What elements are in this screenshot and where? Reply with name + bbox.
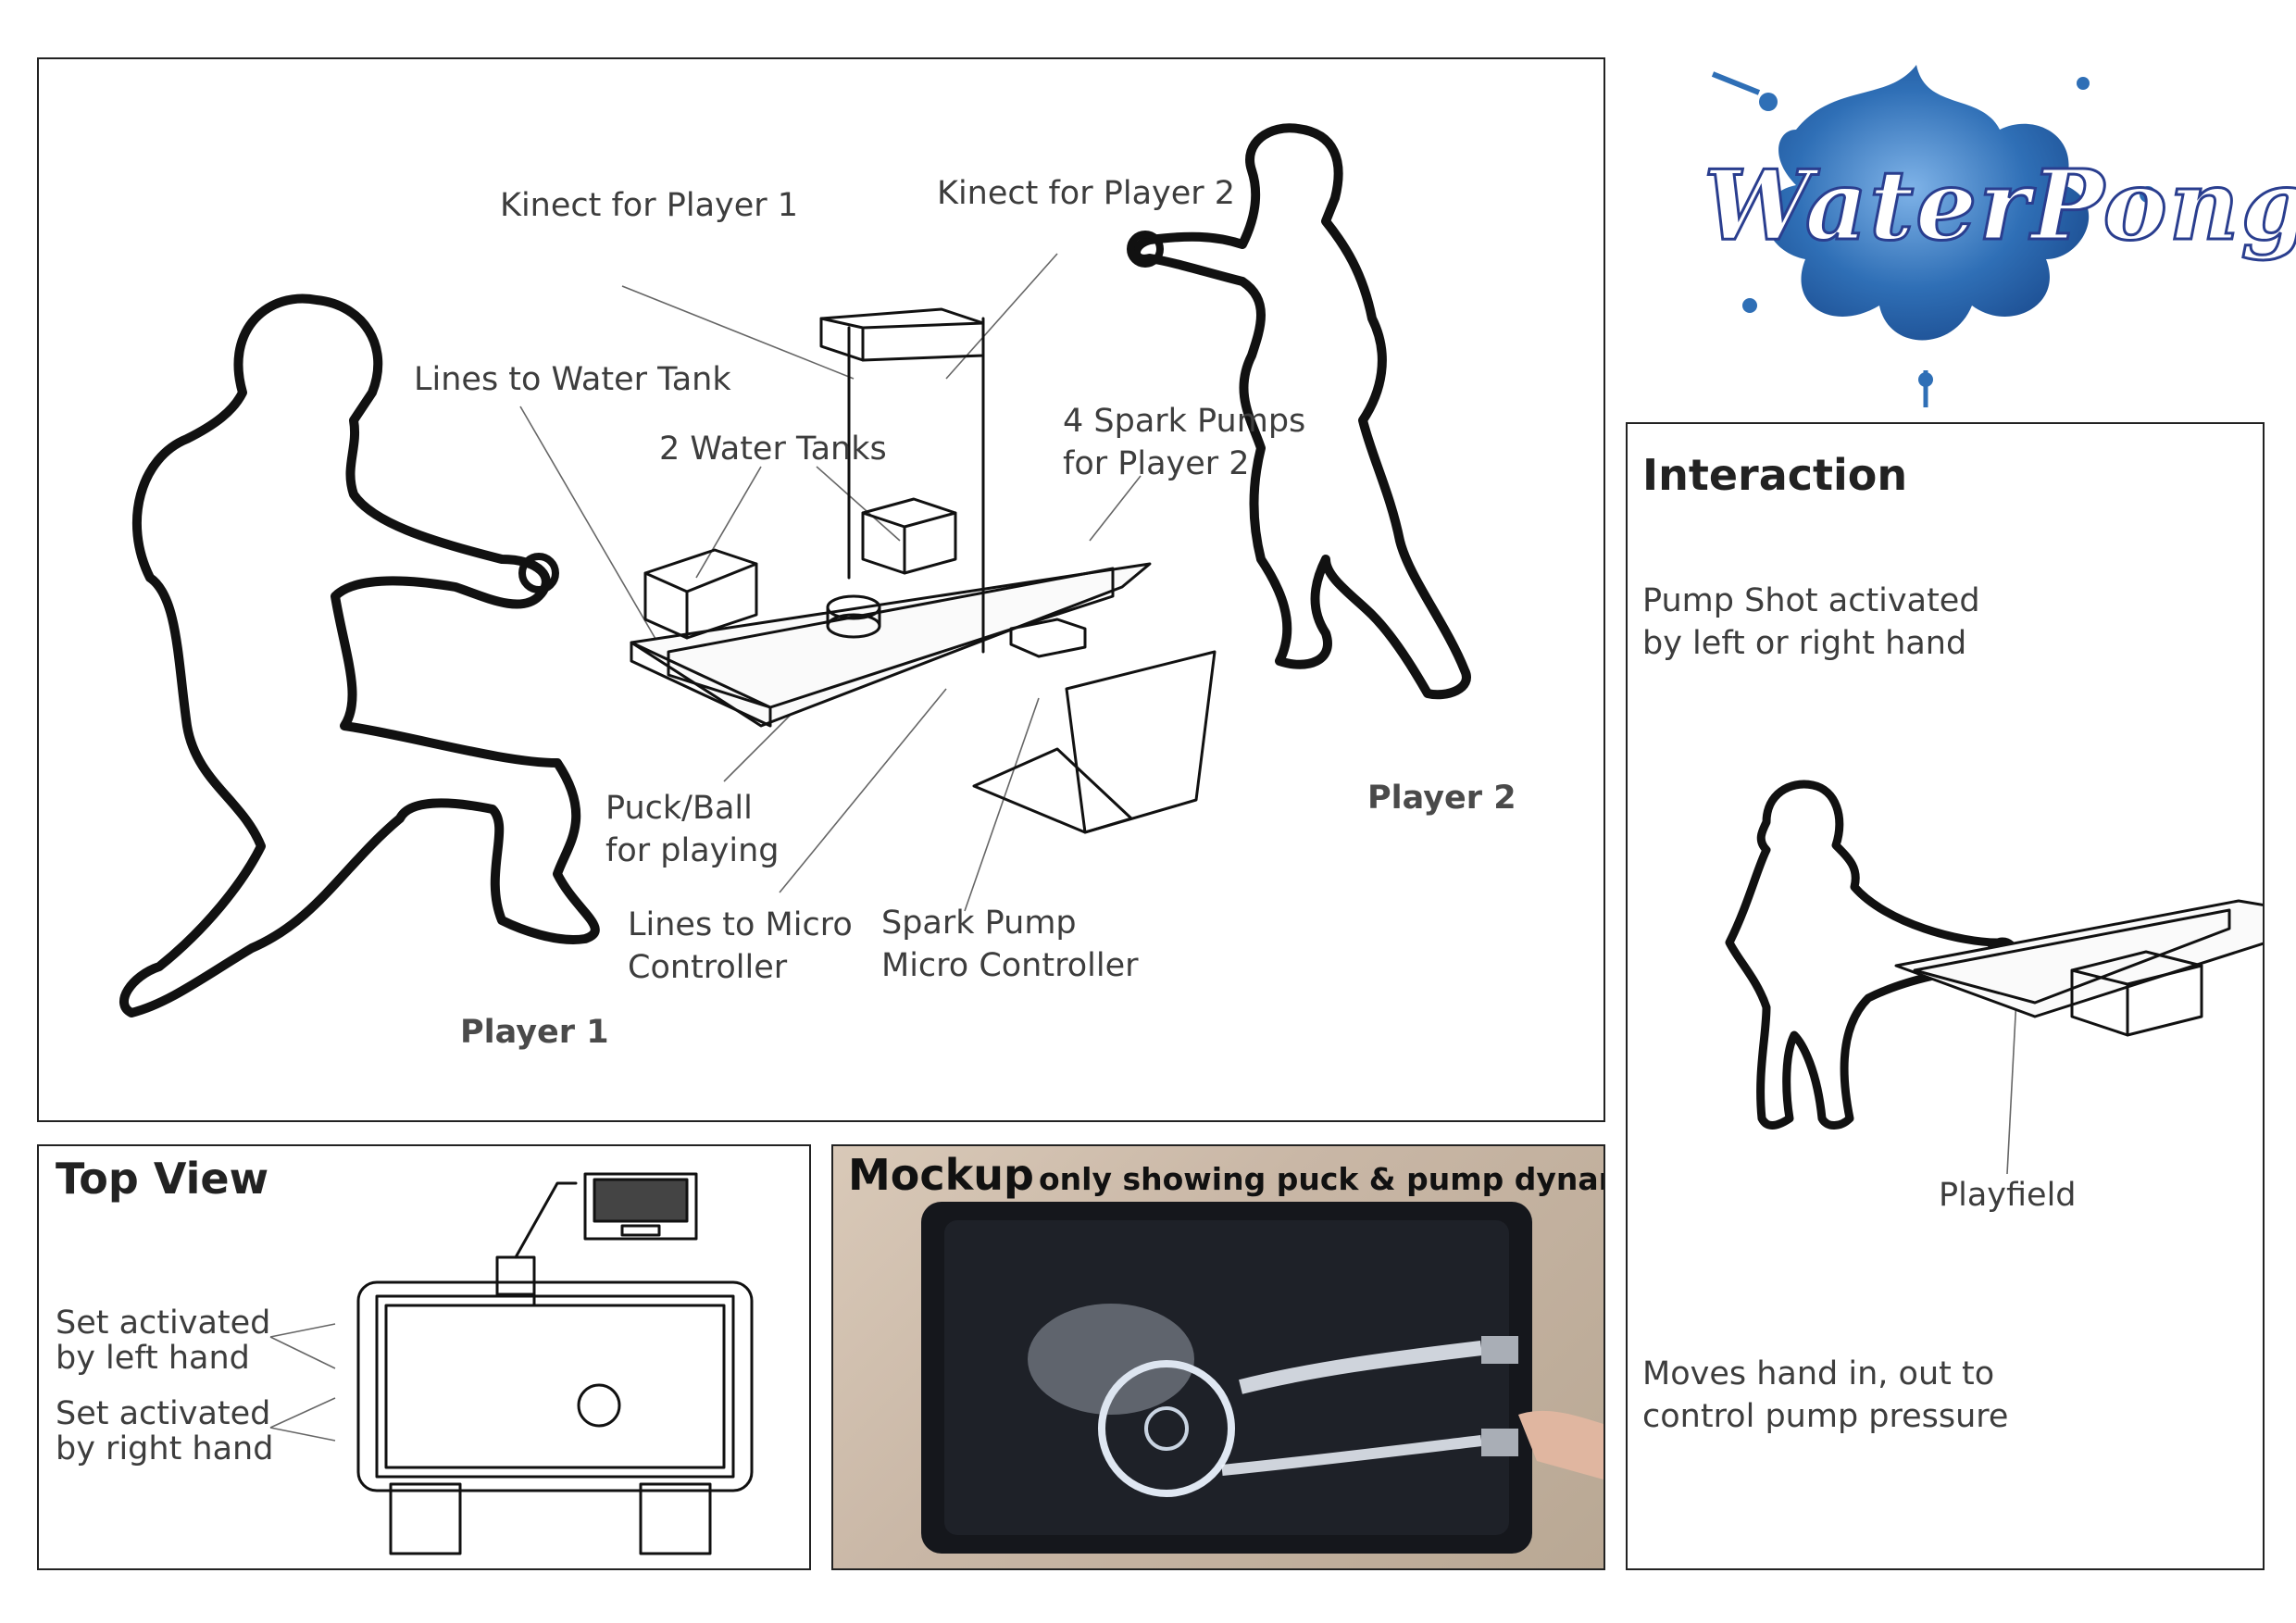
label-lines-micro-1: Lines to Micro xyxy=(628,906,853,943)
mockup-subtitle: only showing puck & pump dynamics xyxy=(1039,1161,1603,1197)
interaction-text2-line1: Moves hand in, out to xyxy=(1642,1355,1995,1392)
player1-silhouette xyxy=(119,293,600,1017)
label-spark-ctrl-1: Spark Pump xyxy=(881,905,1077,942)
logo-text: WaterPong xyxy=(1702,147,2296,264)
label-kinect-p2: Kinect for Player 2 xyxy=(937,175,1236,212)
main-diagram-drawing xyxy=(119,123,1471,1017)
water-table-drawing xyxy=(630,307,1217,834)
splash-icon xyxy=(1711,65,2156,407)
label-water-tanks: 2 Water Tanks xyxy=(659,431,887,468)
mockup-panel: Mockup only showing puck & pump dynamics xyxy=(831,1144,1605,1570)
top-view-right-2: by right hand xyxy=(56,1430,274,1467)
label-kinect-p1: Kinect for Player 1 xyxy=(500,187,799,224)
mockup-tray-drawing xyxy=(921,1202,1603,1554)
interaction-text1-line2: by left or right hand xyxy=(1642,625,1967,662)
label-player2: Player 2 xyxy=(1367,780,1516,817)
label-lines-micro-2: Controller xyxy=(628,949,788,986)
player2-silhouette xyxy=(1131,123,1471,700)
top-view-panel: Top View Set activated by left hand Set … xyxy=(37,1144,811,1570)
mockup-title: Mockup xyxy=(848,1150,1034,1200)
top-view-right-1: Set activated xyxy=(56,1395,271,1432)
interaction-drawing xyxy=(1725,780,2263,1175)
interaction-panel: Interaction Pump Shot activated by left … xyxy=(1626,422,2265,1570)
label-spark-pumps-1: 4 Spark Pumps xyxy=(1063,403,1306,440)
interaction-playfield-label: Playfield xyxy=(1939,1177,2077,1214)
label-puck-1: Puck/Ball xyxy=(605,790,753,827)
mockup-title-bar: Mockup only showing puck & pump dynamics xyxy=(848,1150,1603,1200)
label-player1: Player 1 xyxy=(460,1014,609,1051)
logo: WaterPong xyxy=(1648,28,2296,417)
main-diagram-panel: Kinect for Player 1 Kinect for Player 2 … xyxy=(37,57,1605,1122)
top-view-left-2: by left hand xyxy=(56,1340,250,1377)
top-view-left-1: Set activated xyxy=(56,1305,271,1342)
label-lines-water: Lines to Water Tank xyxy=(414,361,731,398)
top-view-drawing xyxy=(269,1172,754,1555)
top-view-title: Top View xyxy=(56,1154,269,1204)
interaction-text1-line1: Pump Shot activated xyxy=(1642,582,1980,619)
interaction-text2-line2: control pump pressure xyxy=(1642,1398,2009,1435)
label-spark-ctrl-2: Micro Controller xyxy=(881,947,1139,984)
label-puck-2: for playing xyxy=(605,832,780,869)
label-spark-pumps-2: for Player 2 xyxy=(1063,445,1250,482)
interaction-title: Interaction xyxy=(1642,450,1908,500)
mockup-photo xyxy=(833,1146,1603,1568)
